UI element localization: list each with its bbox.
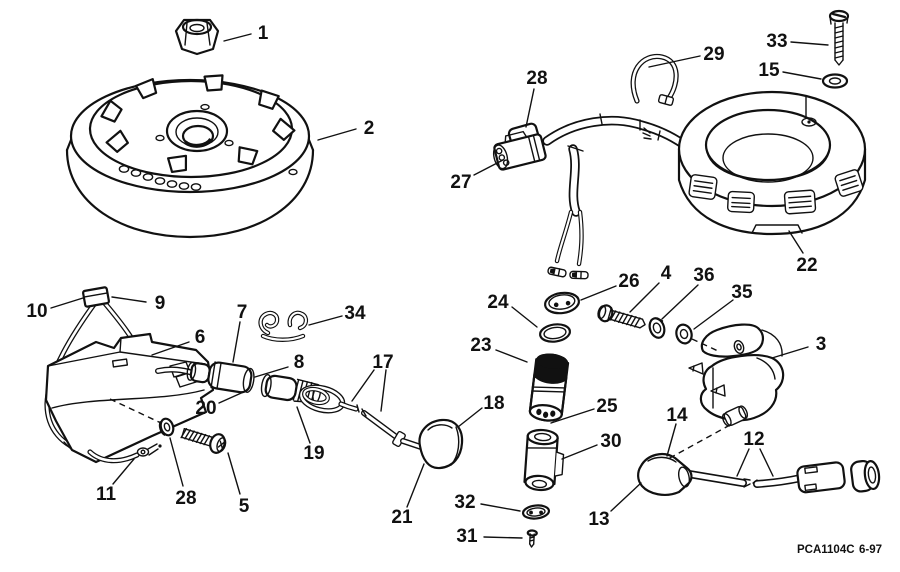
retainer-clip-drawing [258,310,309,342]
callout-14: 14 [666,405,688,426]
lockwasher-drawing [648,317,666,339]
plug-wire-left-drawing [637,453,751,496]
clamp-drawing [630,53,679,106]
spark-plug-boot-drawing [392,418,464,470]
callout-3: 3 [816,334,827,355]
stator-drawing [642,90,867,236]
plug-wire-segment-drawing [361,408,398,439]
stator-washer-drawing [821,73,849,89]
flywheel-drawing [65,74,315,239]
callout-15: 15 [758,60,780,81]
callout-4: 4 [661,263,672,284]
harness-terminal [547,266,567,278]
small-gasket-drawing [521,504,551,520]
spacer-drawing [523,428,565,492]
stator-screw-drawing [828,9,850,66]
callout-34: 34 [344,303,366,324]
leader-lines [50,33,829,539]
callout-32: 32 [454,492,475,513]
callout-23: 23 [470,335,491,356]
callout-6: 6 [195,327,206,348]
callout-28-top: 28 [526,68,547,89]
small-screw-drawing [526,529,538,548]
spring-boot-drawing [260,373,360,414]
callout-11: 11 [96,484,117,505]
connector-drawing [492,130,547,171]
callout-2: 2 [364,118,375,139]
callout-12: 12 [743,429,764,450]
callout-19: 19 [303,443,324,464]
callout-labels: 1 2 28 27 29 33 15 22 26 4 36 35 24 23 3… [26,23,826,547]
callout-25: 25 [596,396,618,417]
plug-wire-right-drawing [752,459,881,494]
callout-20: 20 [195,398,216,419]
callout-31: 31 [456,526,478,547]
dashed-alignment-lines [109,338,731,460]
callout-8: 8 [294,352,305,373]
callout-26: 26 [618,271,639,292]
callout-17: 17 [372,352,393,373]
callout-35: 35 [731,282,753,303]
power-pack-drawing [44,332,215,464]
callout-9: 9 [155,293,166,314]
callout-5: 5 [239,496,250,517]
sensor-coil-drawing [528,353,570,422]
lead-connector [82,286,110,308]
coil-screw-drawing [597,304,646,329]
callout-29: 29 [703,44,724,65]
callout-28-bottom: 28 [175,488,196,509]
ignition-coil-drawing [688,323,785,427]
part-code: PCA1104C [797,544,855,556]
callout-36: 36 [693,265,714,286]
callout-7: 7 [237,302,248,323]
callout-21: 21 [391,507,413,528]
harness-terminal [569,270,589,280]
callout-24: 24 [487,292,509,313]
grommet-cap-drawing [544,291,580,315]
ground-wire-drawing [87,443,162,464]
flat-washer-drawing [675,323,693,345]
callout-10: 10 [26,301,47,322]
callout-30: 30 [600,431,621,452]
callout-22: 22 [796,255,817,276]
wiring-harness-drawing [492,113,694,280]
callout-1: 1 [258,23,269,44]
flywheel-nut-drawing [174,18,220,56]
callout-18: 18 [483,393,504,414]
callout-33: 33 [766,31,787,52]
part-code-date: 6-97 [859,544,882,556]
mount-screw-drawing [180,427,227,454]
callout-27: 27 [450,172,471,193]
terminal-connector-drawing [155,361,255,394]
callout-13: 13 [588,509,609,530]
o-ring-drawing [538,323,572,343]
